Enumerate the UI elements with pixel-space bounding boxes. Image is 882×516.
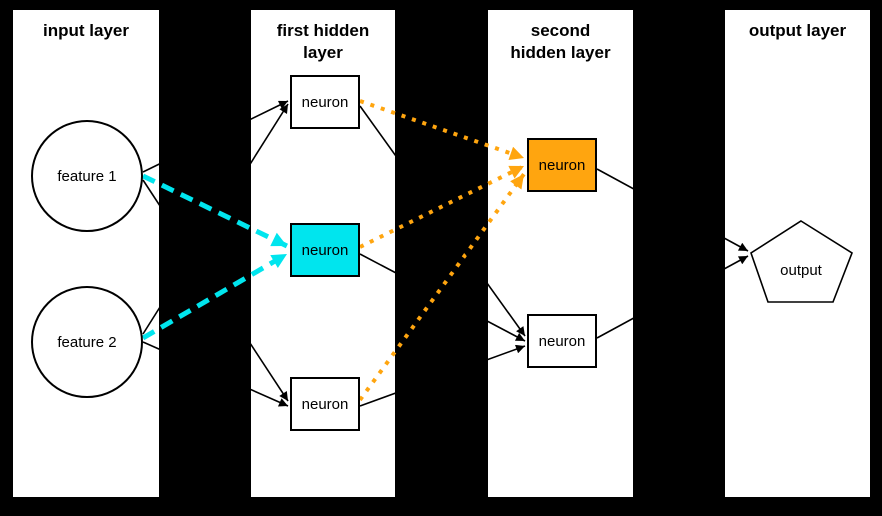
edge-h1top-h2bottom	[359, 105, 526, 337]
node-output-label: output	[780, 262, 822, 279]
node-neuron-h2-top-highlighted: neuron	[527, 138, 597, 192]
edge-feature1-h1bottom	[142, 179, 289, 402]
edge-feature2-h1mid-cyan	[141, 251, 289, 341]
edge-feature1-h1top	[142, 100, 289, 173]
node-neuron-h1-top-label: neuron	[301, 93, 349, 111]
edge-feature2-h1top	[142, 103, 289, 335]
panel-title-input-layer: input layer	[43, 21, 129, 40]
node-neuron-h1-mid-highlighted: neuron	[290, 223, 360, 277]
edge-h2top-output	[596, 168, 749, 252]
node-feature-2: feature 2	[31, 286, 143, 398]
edge-h1top-h2top-orange	[359, 99, 525, 161]
node-neuron-h1-mid-label: neuron	[301, 241, 349, 259]
panel-title-output-layer: output layer	[748, 21, 847, 40]
node-output-pentagon	[750, 220, 853, 303]
node-feature-1: feature 1	[31, 120, 143, 232]
node-neuron-h1-bottom-label: neuron	[301, 395, 349, 413]
edge-h1bottom-h2top-orange	[358, 172, 526, 402]
edge-h1mid-h2bottom	[359, 253, 526, 342]
edge-h1mid-h2top-orange	[359, 164, 525, 249]
node-neuron-h2-bottom-label: neuron	[538, 332, 586, 350]
edge-h2bottom-output	[596, 255, 749, 339]
node-neuron-h1-top: neuron	[290, 75, 360, 129]
edge-h1bottom-h2bottom	[359, 344, 526, 407]
node-feature-2-label: feature 2	[57, 333, 117, 351]
node-neuron-h2-bottom: neuron	[527, 314, 597, 368]
panel-second-hidden-layer: second hidden layer	[488, 10, 633, 497]
panel-input-layer: input layer	[13, 10, 159, 497]
node-feature-1-label: feature 1	[57, 167, 117, 185]
node-neuron-h2-top-label: neuron	[538, 156, 586, 174]
edge-feature2-h1bottom	[142, 341, 289, 407]
panel-title-second-hidden-layer: second hidden layer	[510, 21, 611, 62]
node-neuron-h1-bottom: neuron	[290, 377, 360, 431]
edge-feature1-h1mid-cyan	[141, 173, 289, 249]
panel-title-first-hidden-layer: first hidden layer	[276, 21, 370, 62]
